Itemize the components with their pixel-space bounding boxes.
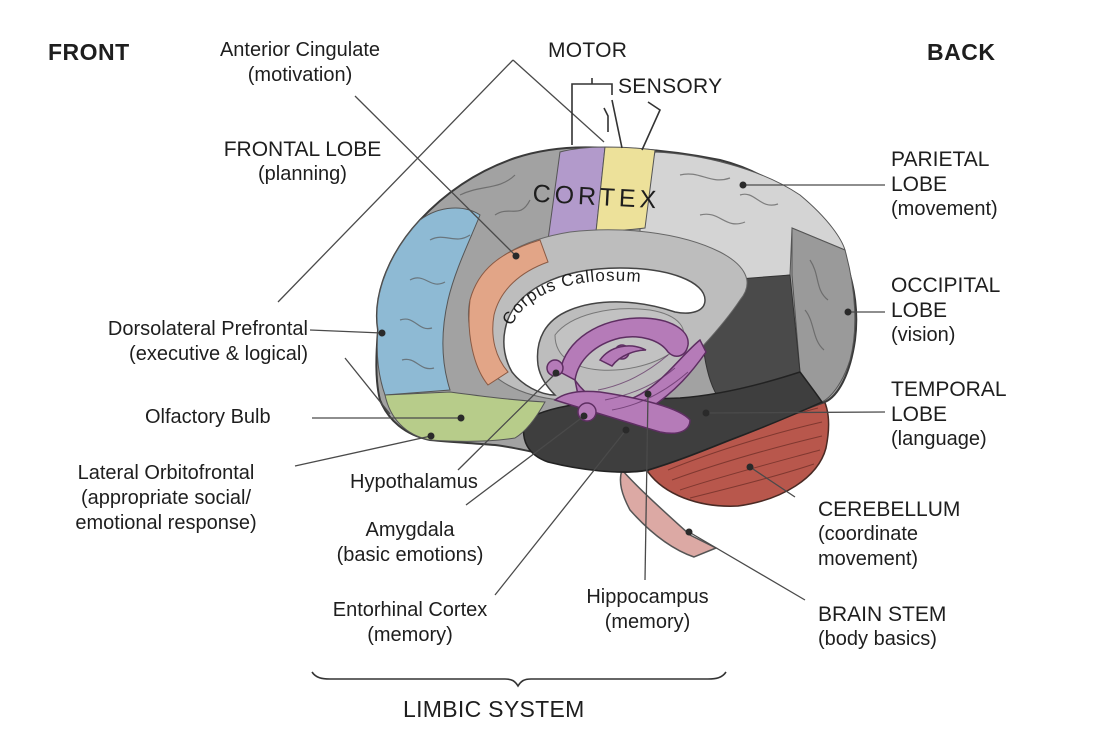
cerebellum-name: CEREBELLUM — [818, 498, 961, 521]
motor-sensory-brackets — [571, 78, 662, 151]
olfactory-bulb-label: Olfactory Bulb — [145, 406, 271, 428]
front-label: FRONT — [48, 39, 130, 65]
lateral-orbitofrontal-name: Lateral Orbitofrontal — [77, 462, 255, 484]
hypothalamus-label: Hypothalamus — [350, 471, 478, 493]
brain-stem-name: BRAIN STEM — [818, 603, 947, 626]
temporal-lobe-function: (language) — [891, 428, 987, 450]
amygdala-label: Amygdala (basic emotions) — [305, 518, 515, 568]
lateral-orbitofrontal-region — [384, 391, 546, 442]
dorsolateral-prefrontal-label: Dorsolateral Prefrontal (executive & log… — [30, 317, 308, 367]
sensory-label: SENSORY — [618, 75, 723, 98]
parietal-lobe-function: (movement) — [891, 198, 998, 220]
anterior-cingulate-region — [468, 239, 549, 386]
limbic-structures — [546, 317, 707, 434]
leader-lines — [277, 59, 886, 601]
back-label: BACK — [927, 39, 996, 65]
anterior-cingulate-function: (motivation) — [247, 64, 353, 86]
gyri-lines — [399, 173, 829, 370]
hippocampus-label: Hippocampus (memory) — [555, 585, 740, 635]
dorsolateral-prefrontal-name: Dorsolateral Prefrontal — [107, 318, 308, 340]
lateral-orbitofrontal-function-2: emotional response) — [75, 512, 257, 534]
temporal-lobe-name-1: TEMPORAL — [891, 378, 1007, 401]
limbic-system-label: LIMBIC SYSTEM — [403, 696, 585, 722]
frontal-lobe-label: FRONTAL LOBE (planning) — [195, 137, 410, 187]
amygdala-name: Amygdala — [365, 519, 455, 541]
cerebellum-function-2: movement) — [818, 548, 919, 570]
limbic-fibers — [597, 354, 689, 411]
cerebellum-function-1: (coordinate — [818, 523, 919, 545]
parietal-lobe-label: PARIETAL LOBE (movement) — [891, 147, 998, 222]
occipital-lobe-name-2: LOBE — [891, 299, 948, 322]
amygdala-function: (basic emotions) — [336, 544, 484, 566]
frontal-lobe-function: (planning) — [258, 163, 347, 185]
corpus-callosum-region — [503, 267, 706, 396]
cerebellum-label: CEREBELLUM (coordinate movement) — [818, 497, 960, 572]
dorsolateral-prefrontal-function: (executive & logical) — [129, 343, 308, 365]
cortex-label: CORTEX — [532, 180, 661, 215]
occipital-lobe-region — [791, 227, 856, 403]
motor-label: MOTOR — [548, 39, 628, 62]
brain-stem-region — [619, 468, 718, 558]
entorhinal-cortex-function: (memory) — [367, 624, 453, 646]
frontal-lobe-name: FRONTAL LOBE — [223, 138, 382, 161]
occipital-lobe-function: (vision) — [891, 324, 956, 346]
parietal-lobe-name-2: LOBE — [891, 173, 948, 196]
anterior-cingulate-name: Anterior Cingulate — [219, 39, 381, 61]
lateral-orbitofrontal-function-1: (appropriate social/ — [80, 487, 252, 509]
limbic-system-bracket — [311, 671, 727, 688]
leader-dots — [378, 181, 852, 536]
occipital-lobe-label: OCCIPITAL LOBE (vision) — [891, 273, 1000, 348]
brain-stem-function: (body basics) — [818, 628, 937, 650]
anterior-cingulate-label: Anterior Cingulate (motivation) — [190, 38, 410, 88]
entorhinal-cortex-name: Entorhinal Cortex — [332, 599, 488, 621]
brain-stem-label: BRAIN STEM (body basics) — [818, 602, 946, 652]
hippocampus-name: Hippocampus — [586, 586, 709, 608]
temporal-lobe-label: TEMPORAL LOBE (language) — [891, 377, 1007, 452]
occipital-lobe-name-1: OCCIPITAL — [891, 274, 1001, 297]
parietal-lobe-name-1: PARIETAL — [891, 148, 990, 171]
entorhinal-cortex-label: Entorhinal Cortex (memory) — [300, 598, 520, 648]
hippocampus-function: (memory) — [604, 611, 691, 633]
temporal-lobe-name-2: LOBE — [891, 403, 948, 426]
lateral-orbitofrontal-label: Lateral Orbitofrontal (appropriate socia… — [36, 461, 296, 536]
